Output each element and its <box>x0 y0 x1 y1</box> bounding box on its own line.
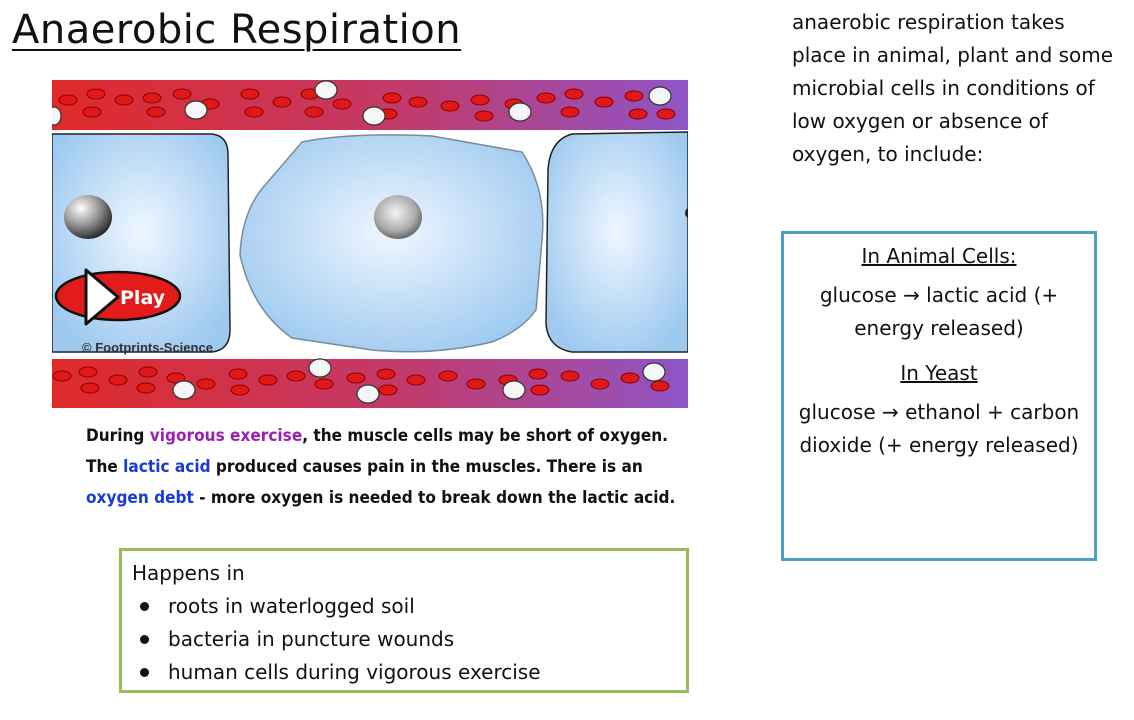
list-item: bacteria in puncture wounds <box>132 623 676 656</box>
red-blood-cells-bottom <box>52 366 670 396</box>
muscle-cell-right <box>545 131 688 353</box>
highlight-lactic-acid: lactic acid <box>123 457 211 476</box>
happens-heading: Happens in <box>132 561 245 585</box>
highlight-vigorous-exercise: vigorous exercise <box>149 426 303 445</box>
white-blood-cells-bottom <box>172 358 666 404</box>
animal-equation: glucose → lactic acid (+ energy released… <box>819 283 1059 340</box>
play-label[interactable]: Play <box>120 287 166 309</box>
white-blood-cells-top <box>52 80 672 126</box>
list-item: human cells during vigorous exercise <box>132 656 676 689</box>
yeast-heading: In Yeast <box>900 361 978 385</box>
copyright-text: © Footprints-Science <box>82 340 213 355</box>
intro-text: anaerobic respiration takes place in ani… <box>792 10 1114 166</box>
nucleus-middle <box>374 195 422 239</box>
yeast-equation: glucose → ethanol + carbon dioxide (+ en… <box>798 400 1080 457</box>
red-blood-cells-top <box>58 88 676 122</box>
bullet-icon <box>140 635 149 644</box>
happens-list: roots in waterlogged soil bacteria in pu… <box>132 590 676 689</box>
animation-panel[interactable]: Play © Footprints-Science <box>52 80 688 408</box>
animation-caption: During vigorous exercise, the muscle cel… <box>86 420 676 513</box>
caption-line-2: The lactic acid produced causes pain in … <box>86 457 643 476</box>
list-item: roots in waterlogged soil <box>132 590 676 623</box>
play-icon[interactable] <box>84 268 120 326</box>
bullet-icon <box>140 668 149 677</box>
happens-in-box: Happens in roots in waterlogged soil bac… <box>119 548 689 693</box>
respiration-equations-box: In Animal Cells: glucose → lactic acid (… <box>781 231 1097 561</box>
animal-cells-heading: In Animal Cells: <box>861 244 1017 268</box>
bullet-icon <box>140 602 149 611</box>
muscle-cell-middle <box>239 134 544 353</box>
caption-line-3: oxygen debt - more oxygen is needed to b… <box>86 488 676 507</box>
nucleus-left <box>64 195 112 239</box>
caption-line-1: During vigorous exercise, the muscle cel… <box>86 426 669 445</box>
page-title: Anaerobic Respiration <box>12 7 462 53</box>
blood-vessel-illustration: Play © Footprints-Science <box>52 80 688 408</box>
play-button[interactable]: Play <box>54 268 182 326</box>
highlight-oxygen-debt: oxygen debt <box>86 488 194 507</box>
